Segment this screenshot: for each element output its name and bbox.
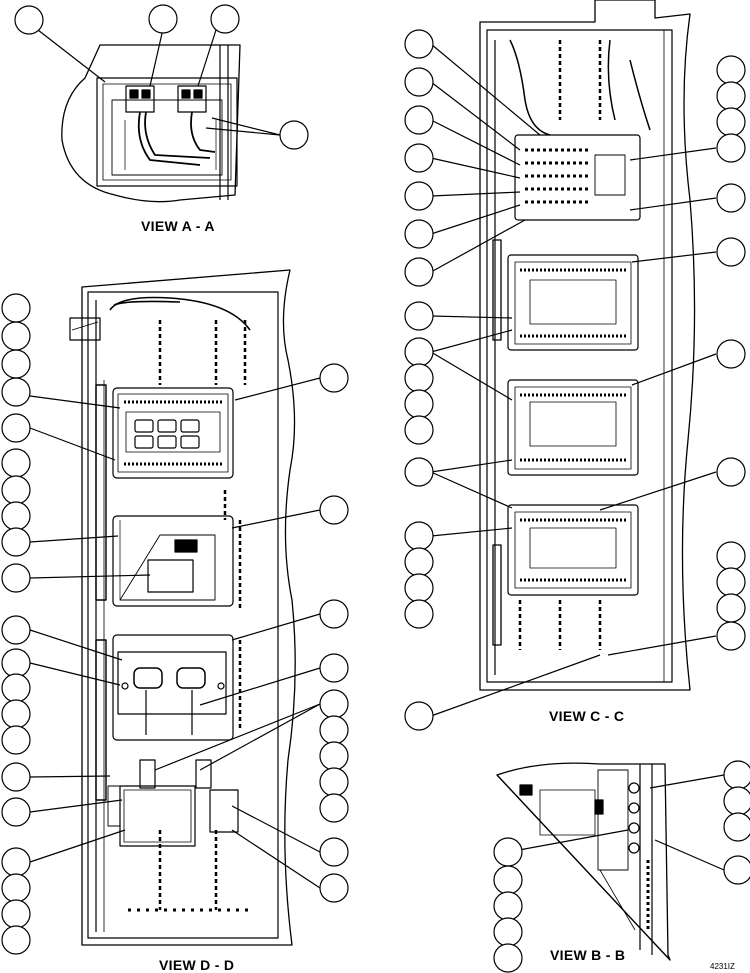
- view-b-b-label: VIEW B - B: [550, 947, 626, 963]
- view-b-b-drawing: [496, 762, 725, 961]
- view-c-c-drawing: [430, 0, 717, 717]
- view-d-d-label: VIEW D - D: [159, 957, 235, 973]
- view-b-b-callouts: [493, 760, 750, 973]
- view-c-c-label: VIEW C - C: [549, 708, 625, 724]
- view-a-a-label: VIEW A - A: [141, 218, 215, 234]
- figure-number: 4231IZ: [710, 962, 735, 971]
- view-c-c-callouts: [404, 29, 746, 731]
- view-a-a-callouts: [14, 4, 309, 150]
- view-a-a-drawing: [37, 28, 281, 203]
- view-d-d-callouts: [1, 293, 349, 955]
- view-d-d-drawing: [29, 269, 321, 946]
